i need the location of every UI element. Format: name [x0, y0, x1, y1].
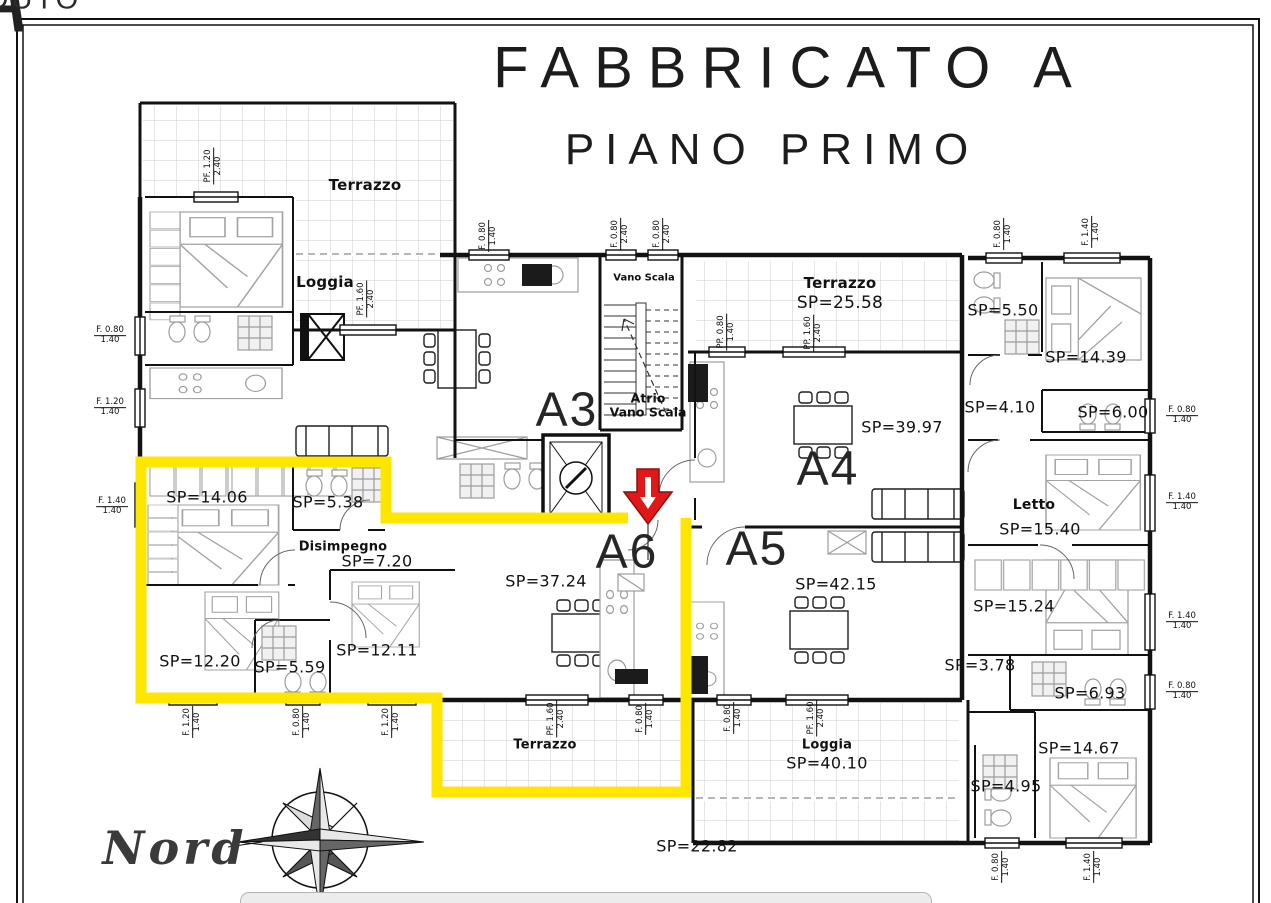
- terrazzo-ne-label: Terrazzo: [803, 274, 877, 292]
- sp-6-00: SP=6.00: [1077, 402, 1149, 422]
- unit-label-a6: A6: [595, 525, 659, 579]
- sp-3-78: SP=3.78: [944, 655, 1016, 675]
- sp-4-95: SP=4.95: [970, 776, 1042, 796]
- sp-6-93: SP=6.93: [1054, 683, 1126, 703]
- sp-4-10: SP=4.10: [964, 397, 1036, 417]
- sp-22-82: SP=22.82: [656, 836, 738, 856]
- viewer-toolbar[interactable]: [240, 892, 932, 903]
- elevator: [541, 433, 611, 523]
- north-label: Nord: [102, 821, 248, 875]
- selection-arrow: [622, 468, 674, 560]
- loggia-s-sp: SP=40.10: [786, 753, 868, 773]
- sp-42-15: SP=42.15: [795, 574, 877, 594]
- letto-label: Letto: [1012, 497, 1056, 513]
- loggia-s-label: Loggia: [801, 737, 853, 753]
- page-title: FABBRICATO A: [493, 35, 1087, 101]
- highlight-outline: [135, 456, 692, 798]
- page-frame: [16, 18, 1260, 903]
- stairs: [604, 302, 678, 416]
- terrazzo-ne-sp: SP=25.58: [796, 293, 884, 313]
- sp-39-97: SP=39.97: [861, 417, 943, 437]
- unit-label-a3: A3: [535, 383, 599, 437]
- compass-rose-icon: [227, 767, 425, 903]
- loggia-nw-label: Loggia: [296, 273, 354, 291]
- disimpegno-label: Disimpegno: [298, 539, 388, 555]
- stairwell-label: Vano Scala: [613, 272, 675, 284]
- page-subtitle: PIANO PRIMO: [564, 125, 980, 174]
- sp-14-67: SP=14.67: [1038, 738, 1120, 758]
- unit-label-a5: A5: [725, 522, 789, 576]
- sold-watermark: VENDUTO: [0, 0, 81, 17]
- sp-5-38: SP=5.38: [292, 492, 364, 512]
- sp-5-50: SP=5.50: [967, 300, 1039, 320]
- sp-7-20: SP=7.20: [341, 551, 413, 571]
- atrium-label: Atrio Vano Scala: [609, 390, 687, 421]
- sp-12-11: SP=12.11: [336, 640, 418, 660]
- terrace-tiles: [143, 106, 959, 841]
- sp-15-40: SP=15.40: [999, 519, 1081, 539]
- terrazzo-nw-label: Terrazzo: [328, 176, 402, 194]
- atrium-label-line1: Atrio: [630, 390, 666, 406]
- sp-15-24: SP=15.24: [973, 596, 1055, 616]
- sp-14-06: SP=14.06: [166, 487, 248, 507]
- sp-12-20: SP=12.20: [159, 651, 241, 671]
- sp-5-59: SP=5.59: [254, 657, 326, 677]
- furniture: [147, 211, 1146, 839]
- sp-14-39: SP=14.39: [1045, 347, 1127, 367]
- terrazzo-s-label: Terrazzo: [513, 737, 577, 753]
- sp-37-24: SP=37.24: [505, 571, 587, 591]
- unit-label-a4: A4: [796, 442, 860, 496]
- atrium-label-line2: Vano Scala: [609, 405, 687, 420]
